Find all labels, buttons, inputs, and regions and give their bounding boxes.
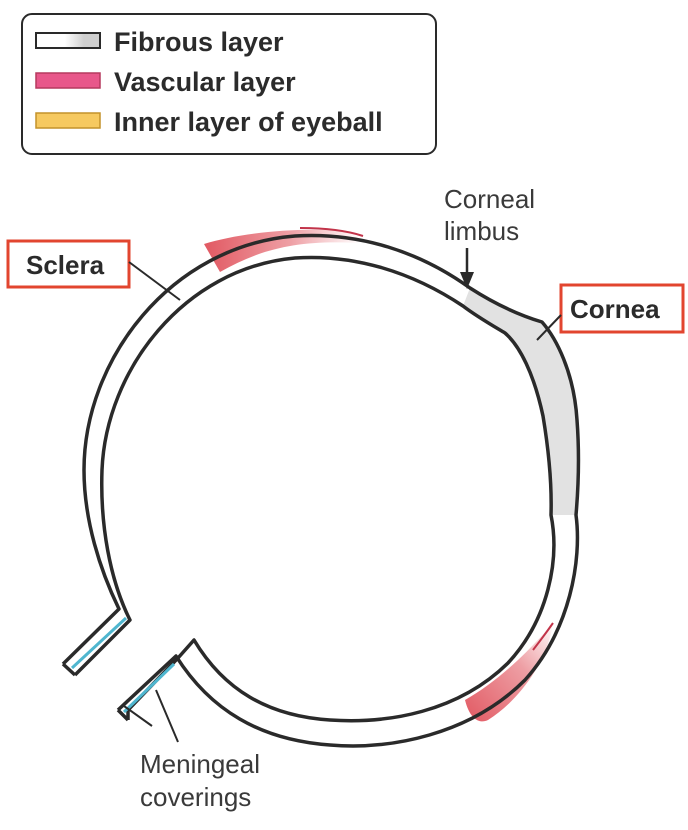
callouts: Sclera Cornea Corneal limbus Meningeal c… — [6, 184, 685, 812]
cornea-leader-line — [536, 314, 562, 341]
meninges-upper — [70, 616, 128, 670]
legend-swatch-vascular — [35, 72, 101, 89]
sclera-label: Sclera — [26, 250, 105, 280]
legend: Fibrous layer Vascular layer Inner layer… — [21, 13, 437, 155]
meningeal-leader-line-2 — [155, 689, 179, 743]
vascular-patch-bottom — [465, 623, 553, 722]
nerve-cap-lower — [116, 708, 130, 722]
legend-label-inner: Inner layer of eyeball — [114, 107, 383, 137]
vascular-edge-bottom — [532, 622, 554, 651]
cornea-label: Cornea — [570, 294, 660, 324]
legend-swatch-inner — [35, 112, 101, 129]
outer-wall — [61, 233, 581, 748]
inner-wall — [73, 255, 556, 723]
corneal-limbus-arrow-head — [460, 272, 474, 289]
meningeal-label-line1: Meningeal — [140, 749, 260, 779]
legend-swatch-fibrous — [35, 32, 101, 49]
nerve-cap-upper — [61, 662, 77, 677]
corneal-limbus-label-line2: limbus — [444, 216, 519, 246]
meninges-lower — [122, 662, 176, 714]
legend-box — [21, 13, 437, 155]
meningeal-label-line2: coverings — [140, 782, 251, 812]
vascular-patch-top — [204, 229, 361, 272]
eyeball — [61, 227, 581, 748]
sclera-callout-box — [6, 239, 131, 289]
meningeal-leader-line-1 — [123, 705, 153, 727]
legend-label-vascular: Vascular layer — [114, 67, 296, 97]
vascular-edge-top — [299, 227, 364, 237]
legend-label-fibrous: Fibrous layer — [114, 27, 284, 57]
corneal-limbus-label-line1: Corneal — [444, 184, 535, 214]
sclera-leader-line — [128, 261, 181, 301]
cornea-callout-box — [559, 283, 685, 334]
